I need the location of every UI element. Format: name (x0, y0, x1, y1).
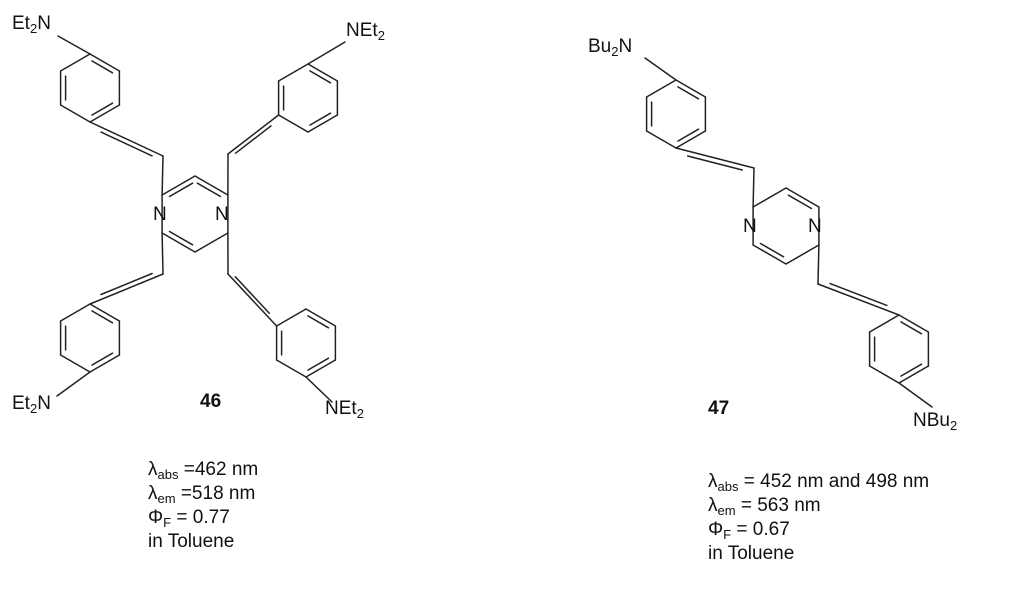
bond-line (228, 115, 279, 154)
bond-line (236, 126, 271, 153)
bond-line (58, 36, 90, 54)
bond-line (92, 353, 113, 365)
bond-line (57, 372, 90, 396)
bond-line (830, 284, 887, 306)
abs-row-47: λabs = 452 nm and 498 nm (708, 470, 929, 494)
nbu2-label-bottom: NBu2 (913, 411, 957, 431)
net2-label-top-left: Et2N (12, 14, 51, 34)
pyrazine-n-right-46: N (215, 205, 229, 225)
bond-line (277, 360, 306, 377)
bond-line (308, 42, 345, 64)
net2-label-top-right: NEt2 (346, 21, 385, 41)
compound-number-47: 47 (708, 398, 729, 420)
solvent-row-46: in Toluene (148, 530, 258, 554)
bond-line (786, 245, 819, 264)
bond-line (753, 168, 754, 207)
net2-label-bottom-left: Et2N (12, 394, 51, 414)
bond-line (678, 129, 699, 141)
bond-line (901, 364, 922, 376)
em-row-47: λem = 563 nm (708, 494, 929, 518)
compound-number-46: 46 (200, 391, 221, 413)
bond-line (101, 274, 152, 295)
bond-line (870, 366, 899, 383)
bond-line (235, 277, 269, 313)
bond-line (90, 122, 163, 156)
bond-line (90, 274, 163, 304)
nbu2-label-top: Bu2N (588, 37, 632, 57)
bond-line (162, 156, 163, 195)
bond-line (92, 61, 113, 73)
bond-line (308, 358, 329, 370)
bond-line (308, 316, 329, 328)
properties-46: λabs =462 nm λem =518 nm ΦF = 0.77 in To… (148, 458, 258, 554)
bond-line (870, 315, 899, 332)
bond-line (162, 233, 163, 274)
bond-line (310, 71, 331, 83)
bond-line (61, 304, 90, 321)
bond-line (197, 183, 220, 196)
bond-line (195, 233, 228, 252)
abs-row-46: λabs =462 nm (148, 458, 258, 482)
bond-line (647, 80, 676, 97)
phi-row-47: ΦF = 0.67 (708, 518, 929, 542)
bond-line (818, 284, 899, 315)
pyrazine-n-left-47: N (743, 217, 757, 237)
bond-line (228, 274, 277, 326)
bond-line (61, 54, 90, 71)
bond-line (170, 232, 193, 245)
bond-line (818, 245, 819, 284)
pyrazine-n-left-46: N (153, 205, 167, 225)
bond-line (279, 115, 308, 132)
bond-line (170, 183, 193, 196)
bond-line (761, 244, 784, 257)
bond-line (676, 148, 754, 168)
bond-line (279, 64, 308, 81)
bond-line (277, 309, 306, 326)
bond-line (92, 103, 113, 115)
bond-line (753, 188, 786, 207)
bond-line (647, 131, 676, 148)
bond-line (899, 383, 932, 407)
bond-line (310, 113, 331, 125)
bond-line (901, 322, 922, 334)
bond-line (61, 355, 90, 372)
bond-line (645, 58, 676, 80)
properties-47: λabs = 452 nm and 498 nm λem = 563 nm ΦF… (708, 470, 929, 566)
bond-line (61, 105, 90, 122)
net2-label-bottom-right: NEt2 (325, 399, 364, 419)
bond-line (101, 132, 152, 156)
phi-row-46: ΦF = 0.77 (148, 506, 258, 530)
bond-line (678, 87, 699, 99)
bond-line (92, 311, 113, 323)
bond-line (788, 195, 811, 208)
solvent-row-47: in Toluene (708, 542, 929, 566)
pyrazine-n-right-47: N (808, 217, 822, 237)
em-row-46: λem =518 nm (148, 482, 258, 506)
